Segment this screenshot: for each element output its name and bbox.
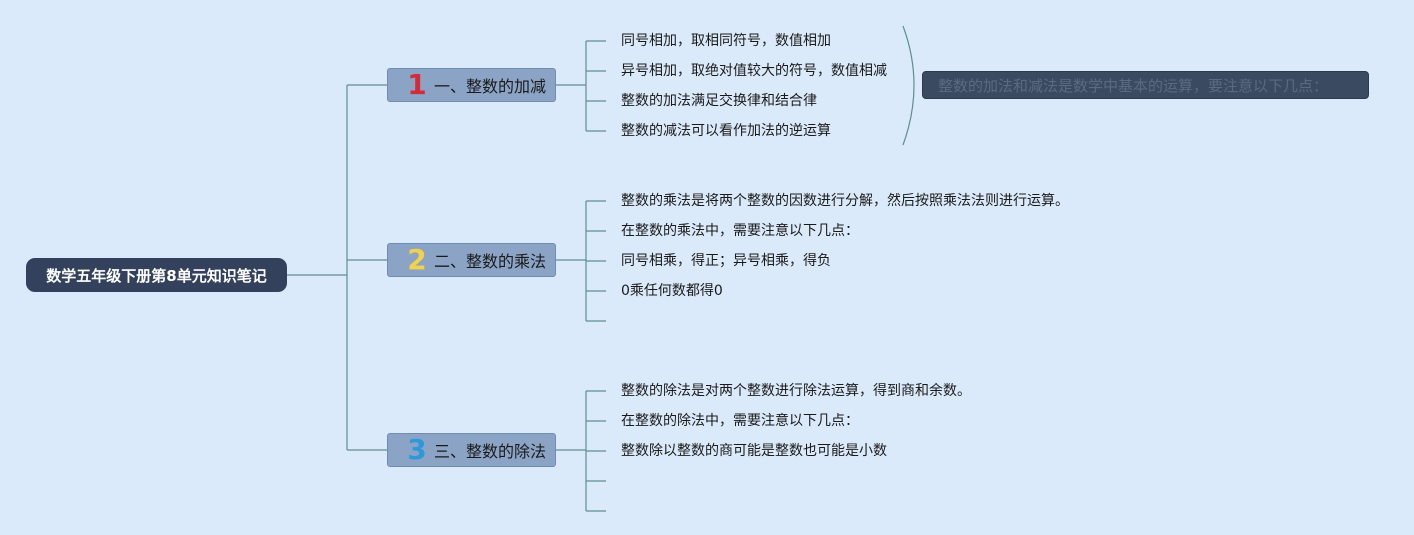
summary-callout[interactable]: 整数的加法和减法是数学中基本的运算，要注意以下几点：: [922, 71, 1369, 99]
number-1-icon: 1: [407, 68, 427, 101]
summary-brace: [902, 25, 915, 146]
summary-text: 整数的加法和减法是数学中基本的运算，要注意以下几点：: [938, 76, 1329, 95]
branch-division[interactable]: 3 三、整数的除法: [387, 433, 556, 467]
root-title: 数学五年级下册第8单元知识笔记: [46, 266, 267, 285]
leaf-division-3[interactable]: 整数除以整数的商可能是整数也可能是小数: [621, 443, 887, 459]
branch-label: 一、整数的加减: [434, 77, 547, 96]
leaf-addition-3[interactable]: 整数的加法满足交换律和结合律: [621, 93, 817, 109]
leaf-division-2[interactable]: 在整数的除法中，需要注意以下几点：: [621, 413, 859, 429]
branch-label: 三、整数的除法: [434, 442, 547, 461]
leaf-multiplication-3[interactable]: 同号相乘，得正；异号相乘，得负: [621, 253, 831, 269]
leaf-addition-2[interactable]: 异号相加，取绝对值较大的符号，数值相减: [621, 63, 887, 79]
branch-addition[interactable]: 1 一、整数的加减: [387, 68, 556, 102]
leaf-multiplication-2[interactable]: 在整数的乘法中，需要注意以下几点：: [621, 223, 859, 239]
leaf-division-1[interactable]: 整数的除法是对两个整数进行除法运算，得到商和余数。: [621, 383, 971, 399]
leaf-multiplication-4[interactable]: 0乘任何数都得0: [621, 283, 723, 299]
branch-multiplication[interactable]: 2 二、整数的乘法: [387, 243, 556, 277]
leaf-multiplication-1[interactable]: 整数的乘法是将两个整数的因数进行分解，然后按照乘法法则进行运算。: [621, 193, 1069, 209]
leaf-addition-1[interactable]: 同号相加，取相同符号，数值相加: [621, 33, 831, 49]
leaf-addition-4[interactable]: 整数的减法可以看作加法的逆运算: [621, 123, 831, 139]
root-topic[interactable]: 数学五年级下册第8单元知识笔记: [26, 258, 287, 292]
number-3-icon: 3: [407, 433, 427, 466]
number-2-icon: 2: [407, 243, 427, 276]
branch-label: 二、整数的乘法: [434, 252, 547, 271]
